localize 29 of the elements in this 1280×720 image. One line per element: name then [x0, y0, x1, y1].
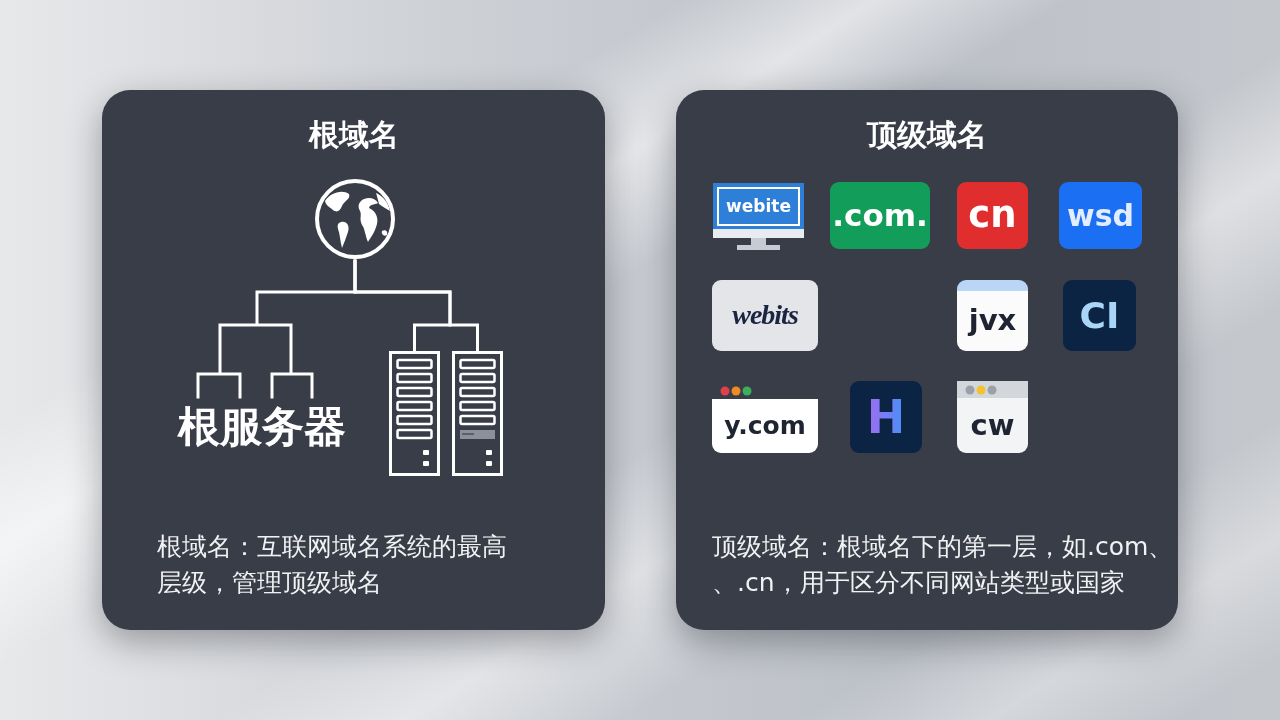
domain-label: wsd: [1066, 199, 1134, 232]
domain-label: cn: [968, 195, 1017, 236]
card-description: 顶级域名：根域名下的第一层，如.com、、.cn，用于区分不同网站类型或国家: [712, 531, 1174, 599]
card-panel: [102, 90, 605, 630]
card-panel: [676, 90, 1178, 630]
domain-tile: [712, 280, 818, 351]
domain-label: jvx: [968, 304, 1017, 337]
domain-label: webits: [732, 300, 798, 331]
browser-tile: [957, 381, 1028, 453]
card-title: 顶级域名: [867, 116, 987, 154]
domain-tile: [1063, 280, 1136, 351]
card-description: 根域名：互联网域名系统的最高层级，管理顶级域名: [157, 531, 508, 599]
globe-icon: [313, 177, 397, 261]
connector-line: [353, 259, 479, 353]
domain-label: CI: [1079, 295, 1120, 336]
domain-tile: [957, 280, 1028, 351]
domain-label: webite: [717, 187, 800, 226]
server-icon: [389, 351, 440, 476]
domain-label: y.com: [724, 412, 806, 440]
domain-tile: [850, 381, 922, 453]
monitor-tile: [713, 183, 804, 250]
domain-tile: [830, 182, 930, 249]
server-icon: [452, 351, 503, 476]
domain-label: cw: [970, 409, 1015, 442]
domain-tile: [1059, 182, 1142, 249]
domain-tile: [957, 182, 1028, 249]
domain-label: .com.: [832, 198, 928, 233]
card-title: 根域名: [308, 116, 399, 154]
server-label: 根服务器: [176, 397, 348, 457]
